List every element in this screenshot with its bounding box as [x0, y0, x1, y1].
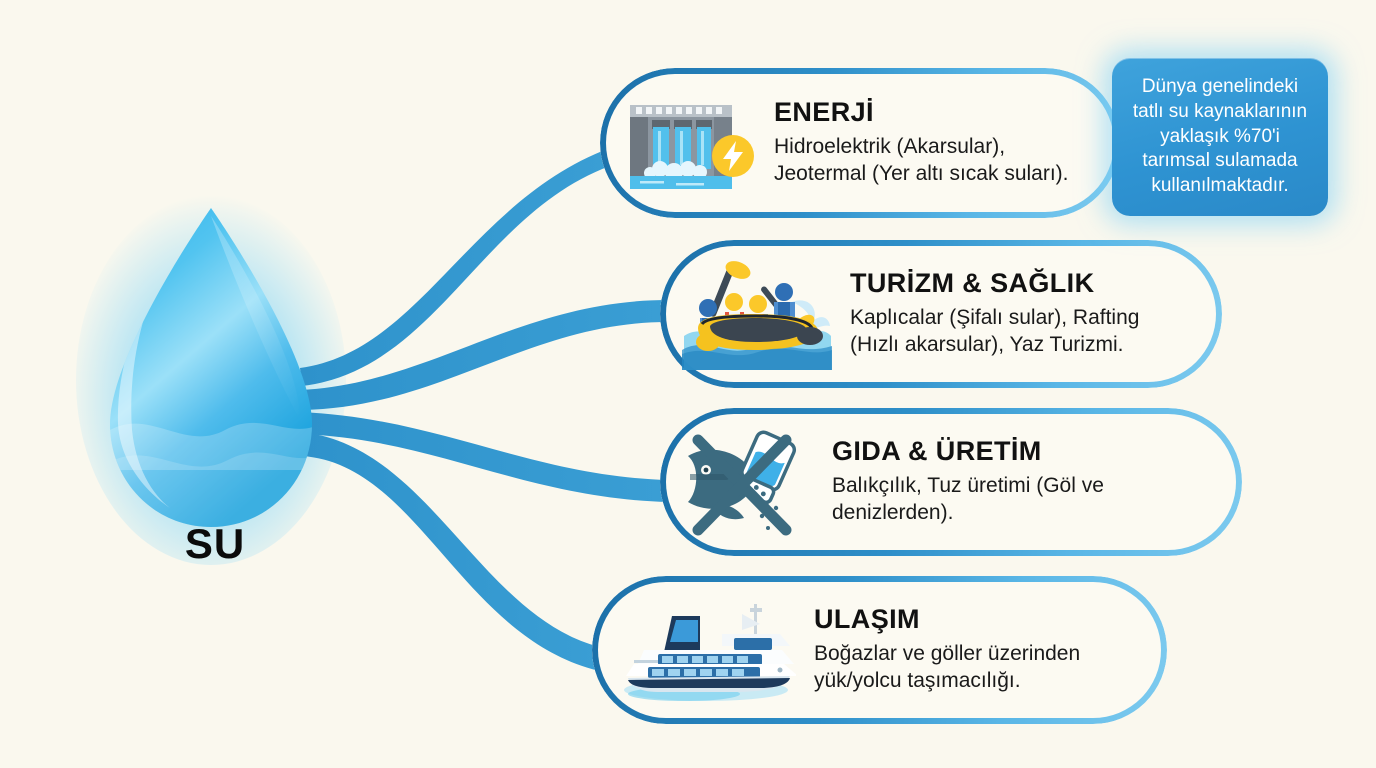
card-title: GIDA & ÜRETİM [832, 436, 1042, 467]
card-title: ULAŞIM [814, 604, 920, 635]
connector-energy [300, 148, 610, 386]
fact-callout-text: Dünya genelindeki tatlı su kaynaklarının… [1132, 76, 1308, 197]
card-title: ENERJİ [774, 97, 874, 128]
card-description: Balıkçılık, Tuz üretimi (Göl ve denizler… [832, 473, 1104, 524]
branch-card-food[interactable]: GIDA & ÜRETİM Balıkçılık, Tuz üretimi (G… [660, 408, 1242, 556]
branch-card-transport[interactable]: ULAŞIM Boğazlar ve göller üzerinden yük/… [592, 576, 1167, 724]
card-title: TURİZM & SAĞLIK [850, 268, 1095, 299]
ferry-ship-icon [614, 598, 796, 702]
fact-callout-box: Dünya genelindeki tatlı su kaynaklarının… [1112, 58, 1328, 216]
branch-card-tourism[interactable]: TURİZM & SAĞLIK Kaplıcalar (Şifalı sular… [660, 240, 1222, 388]
rafting-boat-icon [682, 258, 832, 370]
fish-and-salt-icon [682, 426, 814, 538]
branch-card-energy[interactable]: ENERJİ Hidroelektrik (Akarsular), Jeoter… [600, 68, 1120, 218]
card-description: Boğazlar ve göller üzerinden yük/yolcu t… [814, 641, 1081, 692]
lightning-bolt-icon [710, 133, 756, 179]
connector-transport [300, 432, 604, 672]
center-node-label: SU [184, 520, 246, 567]
card-description: Hidroelektrik (Akarsular), Jeotermal (Ye… [774, 134, 1069, 185]
card-description: Kaplıcalar (Şifalı sular), Rafting (Hızl… [850, 305, 1140, 356]
connector-food [300, 412, 668, 502]
connector-group [300, 148, 668, 672]
connector-tourism [300, 300, 668, 410]
